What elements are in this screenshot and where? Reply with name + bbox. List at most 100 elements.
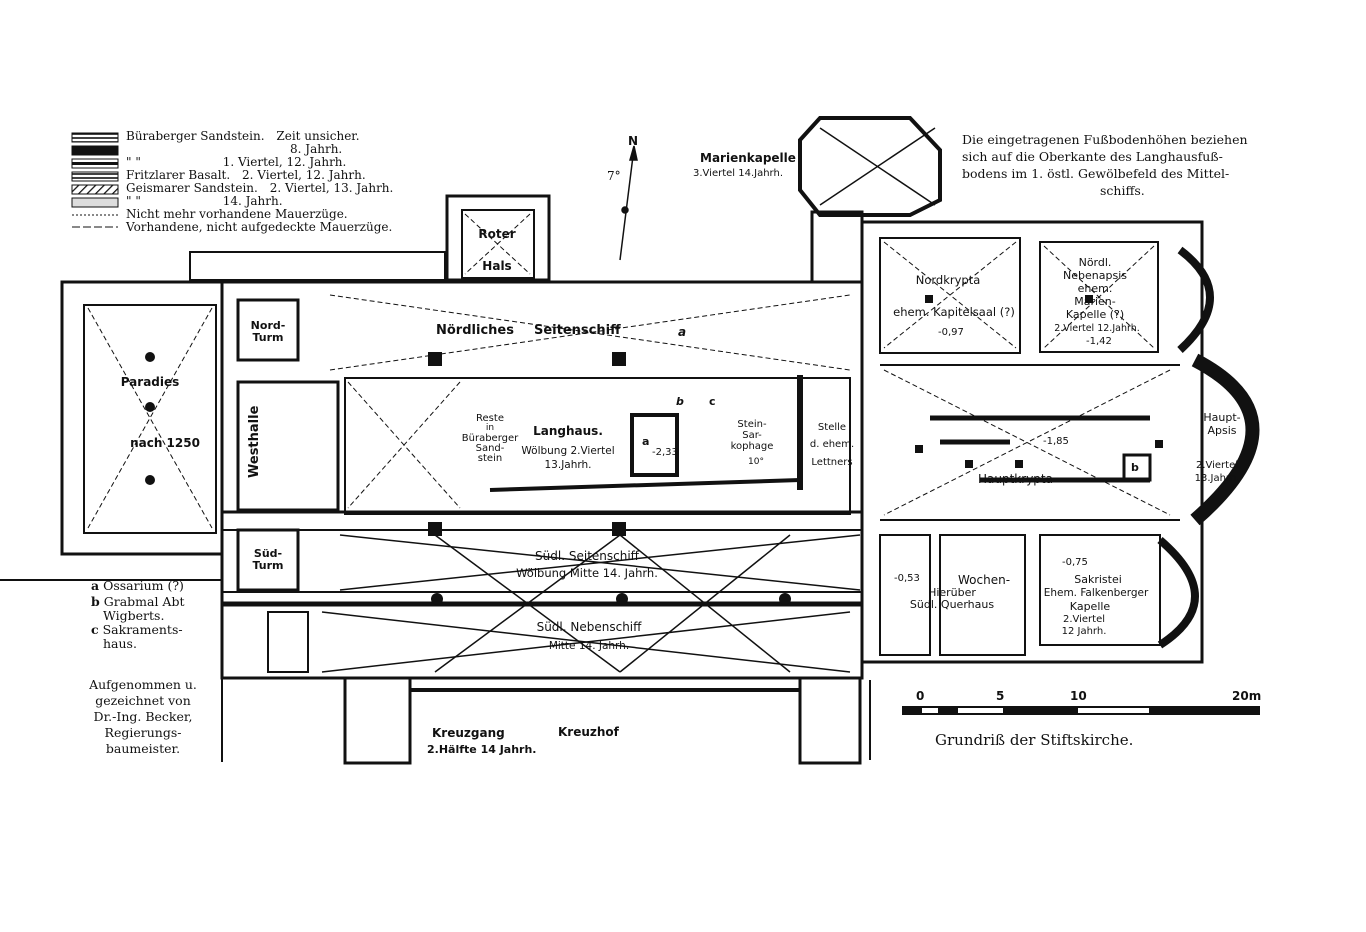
key-item-a: a Ossarium (?) <box>91 578 184 593</box>
langhaus-date-1: Wölbung 2.Viertel <box>521 445 615 457</box>
wochen-label: Wochen- <box>958 573 1011 587</box>
north-deviation: 7° <box>607 169 621 183</box>
reste-label-3: Büraberger <box>461 433 519 444</box>
scale-tick-10: 10 <box>1070 689 1087 703</box>
credit-line-4: Regierungs- <box>104 725 182 740</box>
legend-material-3: " " <box>126 155 141 169</box>
nebenapsis-level: -1,42 <box>1086 336 1112 347</box>
note-line-1: Die eingetragenen Fußbodenhöhen beziehen <box>962 132 1248 147</box>
suedl-seitenschiff-date: Wölbung Mitte 14. Jahrh. <box>516 566 658 580</box>
querhaus-label-2: Südl. Querhaus <box>909 598 995 611</box>
querhaus-level: -0,53 <box>894 573 920 584</box>
marienkapelle-label: Marienkapelle <box>700 151 796 165</box>
legend-swatches <box>71 132 119 228</box>
building-walls <box>0 116 1260 765</box>
langhaus-label: Langhaus. <box>533 424 603 438</box>
marienkapelle-date: 3.Viertel 14.Jahrh. <box>693 168 784 179</box>
north-label: N <box>628 134 639 148</box>
legend-period-6: 14. Jahrh. <box>222 194 283 208</box>
hauptapsis-label-2: Apsis <box>1207 424 1237 437</box>
nebenapsis-line-4: Marien- <box>1074 295 1116 308</box>
legend-row-5: Geismarer Sandstein. 2. Viertel, 13. Jah… <box>126 182 393 194</box>
note-line-3: bodens im 1. östl. Gewölbefeld des Mitte… <box>962 166 1230 181</box>
nebenapsis-line-6: 2.Viertel 12.Jahrh. <box>1054 323 1140 334</box>
legend-row-3: " " 1. Viertel, 12. Jahrh. <box>126 156 346 168</box>
marker-a2: a <box>678 325 687 339</box>
sakristei-line-3: Kapelle <box>1069 600 1111 613</box>
nordturm-label-1: Nord- <box>250 319 286 332</box>
westhalle-label: Westhalle <box>247 405 262 478</box>
key-item-b2: Wigberts. <box>103 608 165 623</box>
sakristei-line-5: 12 Jahrh. <box>1061 626 1107 637</box>
nave-walls <box>344 237 1180 656</box>
paradies-label: Paradies <box>120 375 180 389</box>
reste-label-2: in <box>485 423 495 433</box>
marker-b2: b <box>1131 461 1139 474</box>
note-line-2: sich auf die Oberkante des Langhausfuß- <box>962 149 1223 164</box>
floor-level-a: -2,33 <box>652 447 678 458</box>
paradies-date: nach 1250 <box>130 436 200 450</box>
lettner-label-3: Lettners <box>811 457 853 468</box>
legend-row-4: Fritzlarer Basalt. 2. Viertel, 12. Jahrh… <box>126 169 366 181</box>
legend-material-6: " " <box>126 194 141 208</box>
nebenapsis-line-1: Nördl. <box>1078 256 1112 269</box>
suedl-nebenschiff-label: Südl. Nebenschiff <box>536 620 642 634</box>
nordkrypta-label-2: ehem. Kapitelsaal (?) <box>893 305 1015 319</box>
legend-material-1: Büraberger Sandstein. <box>126 129 265 143</box>
reste-label-1: Reste <box>476 413 504 424</box>
legend-dotted: Nicht mehr vorhandene Mauerzüge. <box>126 207 348 221</box>
legend-period-4: 2. Viertel, 12. Jahrh. <box>242 168 366 182</box>
hauptapsis-label-1: Haupt- <box>1203 411 1241 424</box>
seitenschiff-label: Seitenschiff <box>534 323 621 338</box>
plan-title: Grundriß der Stiftskirche. <box>935 731 1134 749</box>
note-line-4: schiffs. <box>1100 183 1145 198</box>
marker-a1: a <box>642 435 650 448</box>
hauptapsis-date-2: 13.Jahrh. <box>1194 473 1240 484</box>
reste-label-4: Sand- <box>475 443 505 454</box>
langhaus-date-2: 13.Jahrh. <box>544 459 592 471</box>
key-item-c: c Sakraments- <box>91 622 183 637</box>
roter-hals-label-2: Hals <box>482 259 512 273</box>
scale-tick-0: 0 <box>916 689 925 703</box>
marker-c: c <box>709 395 716 408</box>
key-item-b: b Grabmal Abt <box>91 594 185 609</box>
nordkrypta-level: -0,97 <box>938 327 964 338</box>
legend-row-6: " " 14. Jahrh. <box>126 195 283 207</box>
scale-tick-5: 5 <box>996 689 1005 703</box>
legend-period-3: 1. Viertel, 12. Jahrh. <box>222 155 347 169</box>
nordkrypta-label: Nordkrypta <box>915 273 981 287</box>
kreuzgang-label: Kreuzgang <box>432 726 505 740</box>
lettner-label-2: d. ehem. <box>809 439 855 450</box>
credit-line-1: Aufgenommen u. <box>89 677 197 692</box>
legend-dashed: Vorhandene, nicht aufgedeckte Mauerzüge. <box>126 220 393 234</box>
hauptkrypta-level: -1,85 <box>1043 436 1069 447</box>
credit-line-5: baumeister. <box>105 741 181 756</box>
sarkophage-label-1: Stein- <box>737 419 767 430</box>
key-item-c2: haus. <box>103 636 137 651</box>
legend-period-5: 2. Viertel, 13. Jahrh. <box>269 181 394 195</box>
crypt-walls <box>489 375 1152 492</box>
suedl-nebenschiff-date: Mitte 14. Jahrh. <box>548 640 630 652</box>
scale-bar <box>902 706 1260 715</box>
legend-row-1: Büraberger Sandstein. Zeit unsicher. <box>126 130 360 142</box>
sakristei-line-2: Ehem. Falkenberger <box>1043 587 1149 599</box>
suedl-seitenschiff-label: Südl. Seitenschiff <box>535 549 639 563</box>
marker-b1: b <box>676 395 684 408</box>
credit-line-3: Dr.-Ing. Becker, <box>93 709 193 724</box>
hauptapsis-date-1: 2.Viertel <box>1195 460 1239 471</box>
legend-material-4: Fritzlarer Basalt. <box>126 168 231 182</box>
vault-lines <box>87 213 1171 529</box>
sarkophage-label-2: Sar- <box>742 430 762 441</box>
sakristei-level: -0,75 <box>1062 557 1088 568</box>
pillars <box>145 295 1163 605</box>
reste-label-5: stein <box>477 453 503 464</box>
querhaus-label-1: Hierüber <box>928 586 976 599</box>
suedturm-label-1: Süd- <box>253 547 283 560</box>
roter-hals-label-1: Roter <box>478 227 516 241</box>
south-vault-lines <box>321 127 936 673</box>
legend-material-5: Geismarer Sandstein. <box>126 181 258 195</box>
hauptkrypta-label: Hauptkrypta <box>978 472 1053 486</box>
legend-period-1: Zeit unsicher. <box>276 129 360 143</box>
nebenapsis-line-5: Kapelle (?) <box>1065 308 1125 321</box>
